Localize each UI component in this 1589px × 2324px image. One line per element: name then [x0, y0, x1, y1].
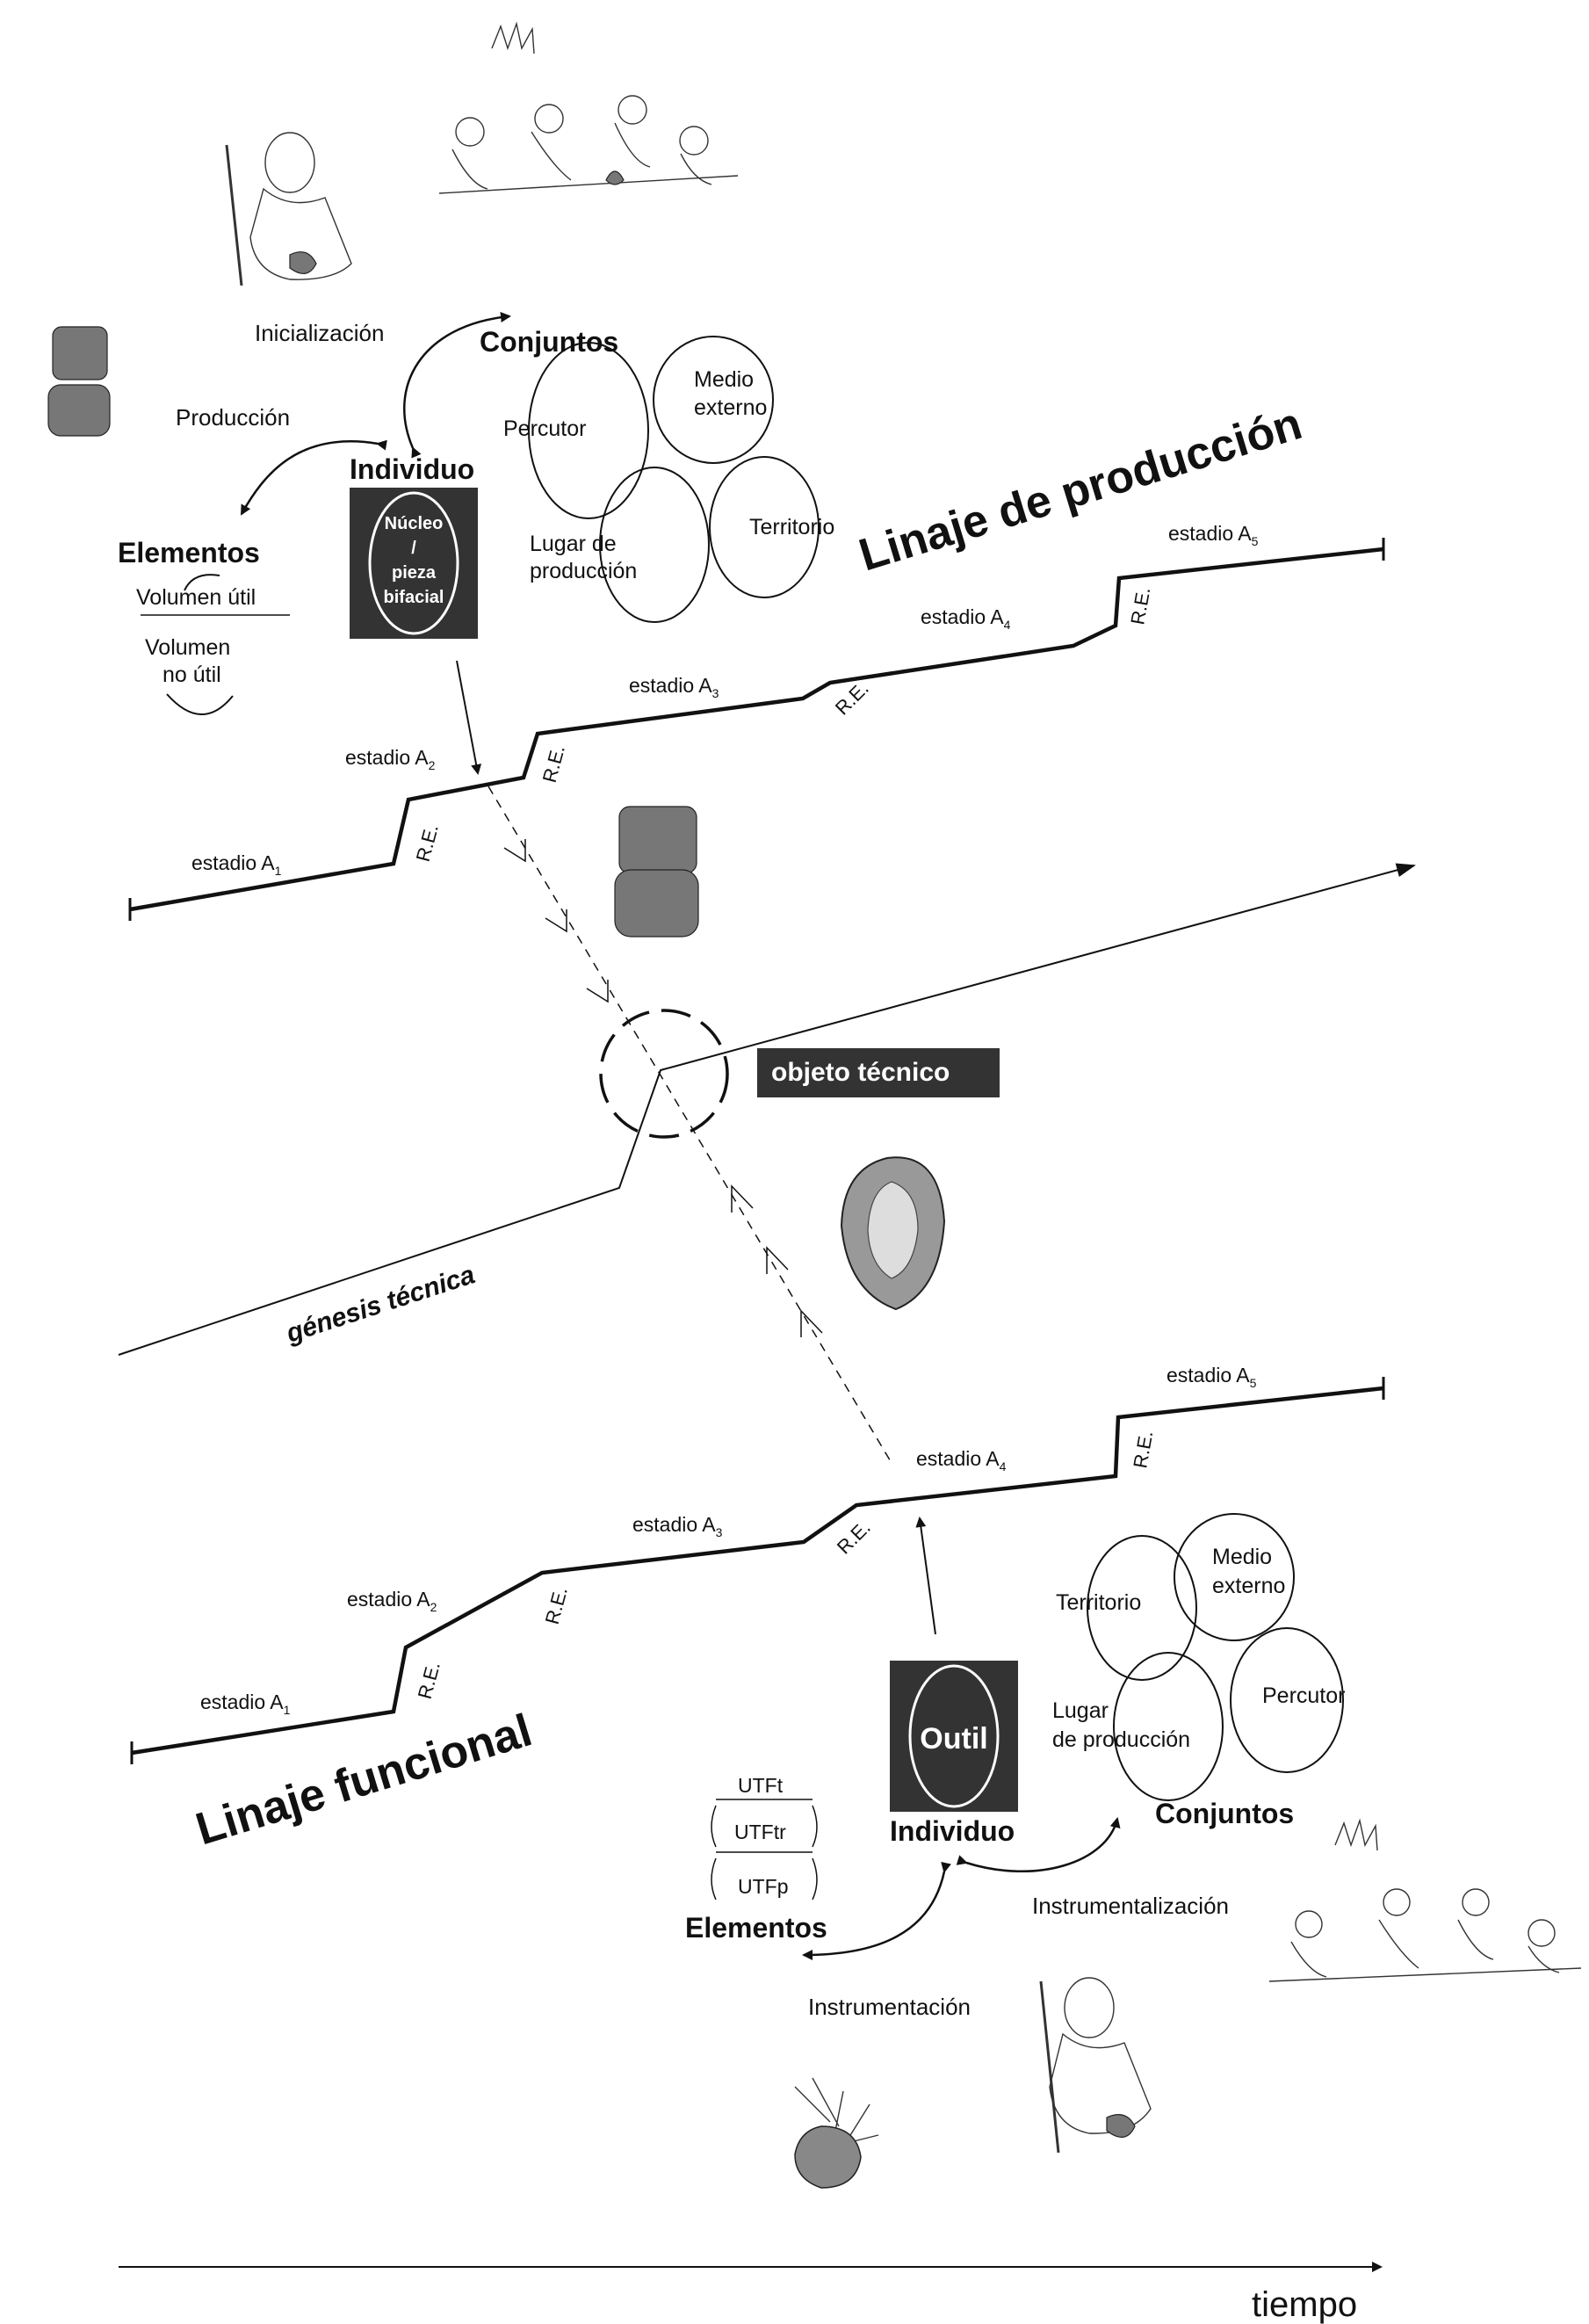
technical-object-box: [757, 1048, 1000, 1097]
core-label-line1: Núcleo: [385, 514, 444, 533]
set-ellipse-place: [599, 467, 710, 623]
territory-label-bottom: Territorio: [1056, 1590, 1141, 1615]
tool-label: Outil: [920, 1722, 987, 1756]
functional-stage-4: estadio A4: [916, 1447, 1007, 1473]
instrumentalization-arrow: [956, 1817, 1121, 1873]
functional-re-2: R.E.: [541, 1584, 572, 1626]
external-label-bottom-line2: externo: [1212, 1574, 1285, 1598]
set-ellipse-percutor: [528, 342, 649, 519]
core-label-line3: pieza: [392, 563, 437, 583]
biface-illustration: [840, 1156, 946, 1311]
hafted-tool-illustration: [794, 2077, 879, 2189]
technical-object-circle: [599, 1009, 729, 1139]
instrumentation-label: Instrumentación: [808, 1994, 971, 2020]
useful-volume-arc: [184, 574, 220, 591]
functional-stage-1: estadio A1: [200, 1691, 291, 1717]
functional-lineage-title: Linaje funcional: [191, 1705, 538, 1855]
production-stage-2: estadio A2: [345, 746, 436, 772]
nonuseful-volume-arc: [166, 693, 234, 715]
set-ellipse-territory-bottom: [1087, 1535, 1197, 1681]
core-illustration-top-left: [47, 326, 111, 437]
initialization-label: Inicialización: [255, 320, 384, 346]
elements-title-bottom: Elementos: [685, 1912, 827, 1944]
production-stage-1: estadio A1: [191, 851, 282, 878]
external-label-top-line1: Medio: [694, 367, 754, 392]
production-stage-3: estadio A3: [629, 674, 719, 700]
useful-volume-label: Volumen útil: [136, 585, 256, 610]
place-label-top-line2: producción: [530, 559, 637, 583]
standing-hominin-illustration-bottom: [1039, 1977, 1152, 2154]
place-label-top-line1: Lugar de: [530, 532, 617, 556]
functional-stage-3: estadio A3: [632, 1513, 723, 1539]
external-label-bottom-line1: Medio: [1212, 1545, 1272, 1569]
utf-p-label: UTFp: [738, 1875, 789, 1898]
set-ellipse-territory: [709, 456, 820, 598]
elements-title-top: Elementos: [118, 537, 260, 568]
functional-re-4: R.E.: [1129, 1429, 1157, 1469]
percutor-label-top: Percutor: [503, 416, 586, 441]
production-lineage-line: [129, 547, 1384, 912]
external-label-top-line2: externo: [694, 395, 767, 420]
technical-object-label: objeto técnico: [771, 1058, 950, 1087]
production-arrow: [240, 439, 387, 516]
place-label-bottom-line2: de producción: [1052, 1727, 1190, 1752]
genesis-line: [118, 863, 1416, 1356]
core-label-line2: /: [411, 539, 416, 558]
production-stage-4: estadio A4: [921, 605, 1011, 632]
utf-t-label: UTFt: [738, 1774, 784, 1797]
place-label-bottom-line1: Lugar: [1052, 1698, 1109, 1723]
functional-stage-5: estadio A5: [1166, 1364, 1257, 1390]
production-re-2: R.E.: [538, 742, 569, 785]
chevrons-downward: [503, 839, 609, 1003]
functional-re-3: R.E.: [833, 1517, 875, 1559]
dashed-convergence-line: [488, 786, 892, 1464]
core-to-line-arrow: [456, 660, 482, 775]
core-ellipse: [368, 491, 459, 635]
individual-title-top: Individuo: [350, 453, 474, 485]
instrumentation-arrow: [802, 1861, 951, 1960]
nonuseful-volume-line2: no útil: [163, 662, 221, 687]
production-re-1: R.E.: [412, 822, 443, 864]
set-ellipse-place-bottom: [1113, 1652, 1224, 1801]
campfire-group-illustration-top: [438, 21, 739, 194]
production-stage-5: estadio A5: [1168, 522, 1259, 548]
technical-genesis-label: génesis técnica: [282, 1260, 479, 1349]
nonuseful-volume-line1: Volumen: [145, 635, 230, 660]
standing-hominin-illustration-top: [225, 132, 352, 286]
territory-label-top: Territorio: [749, 515, 834, 539]
sets-title-top: Conjuntos: [480, 326, 618, 358]
tool-to-line-arrow: [915, 1517, 936, 1635]
functional-lineage-line: [131, 1386, 1384, 1756]
tool-ellipse: [908, 1664, 1000, 1808]
utf-brackets: [711, 1805, 818, 1900]
functional-stage-2: estadio A2: [347, 1588, 437, 1614]
time-label: tiempo: [1252, 2285, 1357, 2324]
functional-re-1: R.E.: [414, 1659, 444, 1701]
production-lineage-title: Linaje de producción: [854, 398, 1308, 581]
production-re-4: R.E.: [1126, 585, 1154, 626]
chevrons-upward: [731, 1184, 823, 1337]
set-ellipse-external: [653, 336, 774, 464]
percutor-label-bottom: Percutor: [1262, 1683, 1345, 1708]
instrumentalization-label: Instrumentalización: [1032, 1893, 1229, 1919]
individual-title-bottom: Individuo: [890, 1815, 1015, 1847]
production-label: Producción: [176, 404, 290, 431]
utf-tr-label: UTFtr: [734, 1821, 786, 1843]
sets-title-bottom: Conjuntos: [1155, 1798, 1294, 1829]
set-ellipse-external-bottom: [1174, 1513, 1295, 1641]
core-illustration-middle: [614, 806, 699, 938]
set-ellipse-percutor-bottom: [1230, 1627, 1344, 1773]
core-label-line4: bifacial: [384, 588, 444, 607]
campfire-group-illustration-bottom: [1268, 1818, 1582, 1982]
initialization-arrow: [403, 312, 511, 459]
